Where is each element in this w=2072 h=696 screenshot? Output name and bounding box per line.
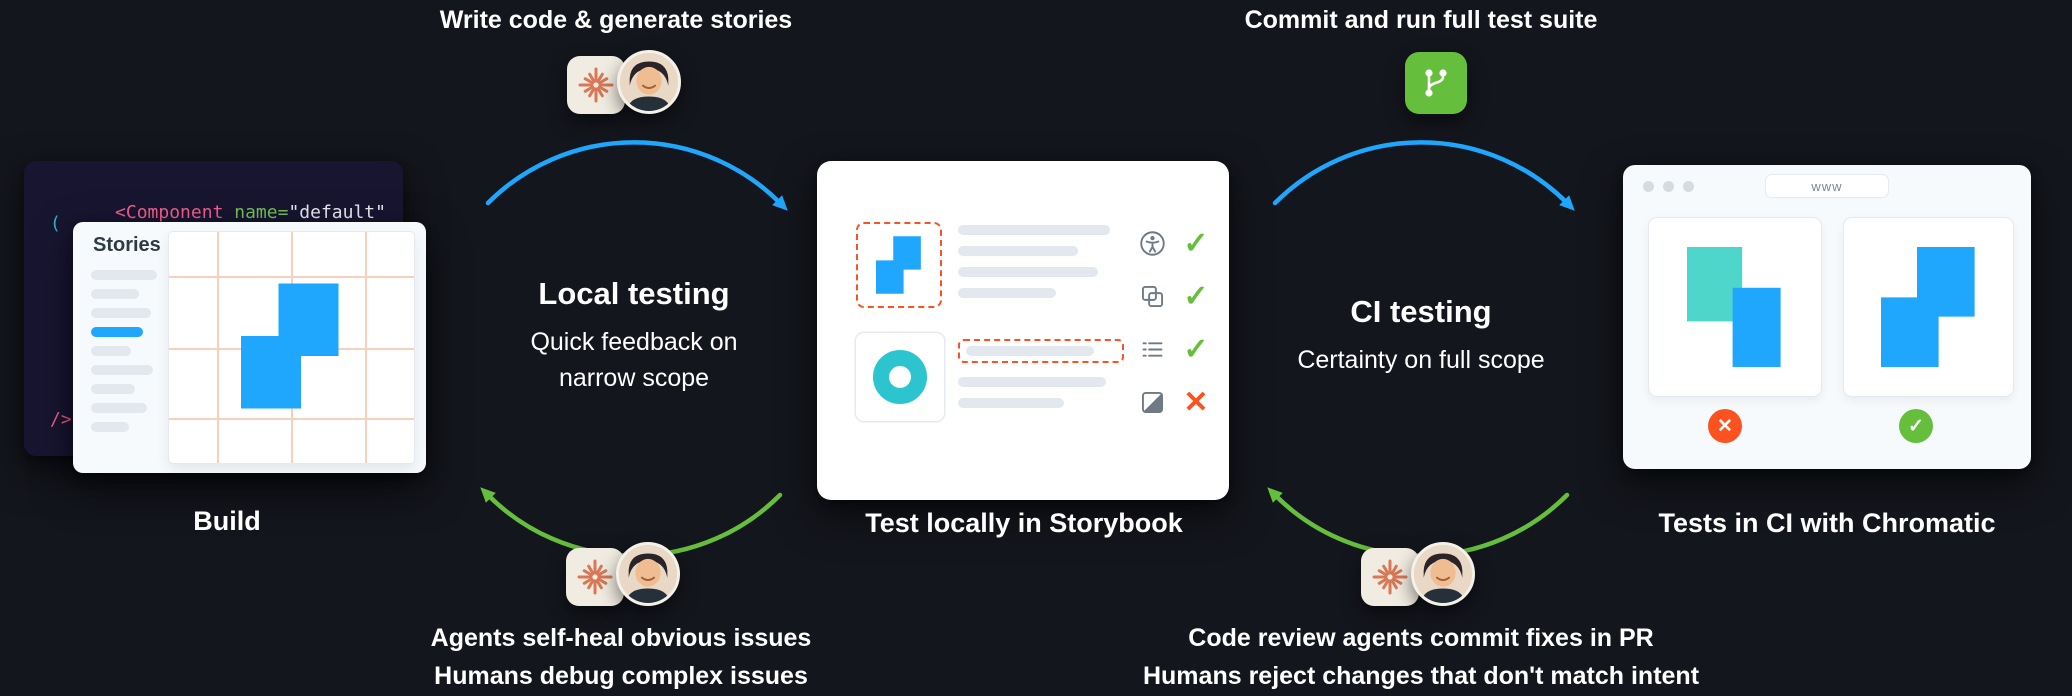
- address-bar: www: [1766, 175, 1888, 197]
- layout-guide: [169, 276, 414, 278]
- browser-window: www ✕ ✓: [1623, 165, 2031, 469]
- stories-list: [91, 270, 157, 441]
- local-testing-line2: narrow scope: [558, 364, 710, 393]
- label-review-1: Code review agents commit fixes in PR: [1188, 624, 1654, 652]
- layout-guide: [217, 232, 219, 463]
- local-testing-title: Local testing: [538, 276, 730, 311]
- code-line-3: />: [50, 409, 72, 430]
- ci-testing-line1: Certainty on full scope: [1297, 346, 1545, 374]
- skeleton-line: [91, 289, 139, 299]
- pass-check: ✓: [1183, 226, 1209, 260]
- agent-human-pair-top: [567, 50, 687, 122]
- local-testing-text: Local testing Quick feedback on narrow s…: [444, 276, 824, 397]
- check-icon: ✓: [1908, 415, 1924, 437]
- ci-testing-text: CI testing Certainty on full scope: [1231, 294, 1611, 378]
- snapshot-baseline: [1844, 218, 2013, 396]
- test-status-column: ✓ ✓ ✓ ✕: [1139, 217, 1211, 429]
- component-shape: [1880, 247, 1975, 367]
- diagonal-square-icon: [1141, 391, 1164, 414]
- developer-avatar: [616, 542, 680, 606]
- skeleton-line: [958, 377, 1106, 387]
- story-preview-selected: [856, 222, 942, 308]
- label-write-generate: Write code & generate stories: [439, 6, 793, 34]
- skeleton-line: [958, 267, 1098, 277]
- skeleton-line: [966, 346, 1094, 356]
- developer-avatar: [1411, 542, 1475, 606]
- label-selfheal-2: Humans debug complex issues: [434, 662, 808, 690]
- pass-check: ✓: [1183, 279, 1209, 313]
- changed-text-skeleton: [958, 339, 1124, 363]
- label-review-2: Humans reject changes that don't match i…: [1142, 662, 1700, 690]
- accessibility-icon: [1140, 231, 1165, 256]
- window-controls: [1643, 181, 1694, 192]
- label-commit-run: Commit and run full test suite: [1244, 6, 1598, 34]
- window-dot: [1663, 181, 1674, 192]
- starburst-icon: [566, 548, 624, 606]
- skeleton-line: [91, 270, 157, 280]
- starburst-icon: [567, 56, 625, 114]
- code-value: "default": [288, 202, 386, 223]
- code-line-1: <Component name="default": [50, 181, 386, 244]
- selected-story-line: [91, 327, 143, 337]
- interaction-test-row: ✓: [1139, 323, 1211, 376]
- skeleton-line: [958, 225, 1110, 235]
- skeleton-line: [958, 246, 1078, 256]
- story-preview-donut: [856, 333, 944, 421]
- story-docs-lines-2: [958, 377, 1118, 419]
- developer-avatar: [617, 50, 681, 114]
- code-attr: name=: [223, 202, 289, 223]
- code-tag: <Component: [115, 202, 224, 223]
- cross-icon: ✕: [1717, 415, 1733, 437]
- layout-guide: [365, 232, 367, 463]
- visual-test-row: ✓: [1139, 270, 1211, 323]
- label-selfheal-1: Agents self-heal obvious issues: [430, 624, 812, 652]
- story-docs-lines: [958, 225, 1118, 309]
- fail-cross: ✕: [1183, 385, 1209, 419]
- skeleton-line: [91, 365, 153, 375]
- agent-human-pair-bottom-left: [566, 542, 686, 614]
- story-canvas: [169, 232, 414, 463]
- a11y-test-row: ✓: [1139, 217, 1211, 270]
- storybook-window: ✓ ✓ ✓ ✕: [817, 161, 1229, 500]
- stories-panel-window: Stories: [73, 222, 426, 473]
- caption-build: Build: [193, 506, 261, 536]
- agent-human-pair-bottom-right: [1361, 542, 1481, 614]
- stories-title: Stories: [93, 234, 161, 256]
- skeleton-line: [958, 288, 1056, 298]
- contrast-test-row: ✕: [1139, 376, 1211, 429]
- skeleton-line: [958, 398, 1064, 408]
- caption-chromatic: Tests in CI with Chromatic: [1658, 508, 1996, 538]
- url-text: www: [1811, 178, 1843, 194]
- donut-shape: [873, 350, 927, 404]
- skeleton-line: [91, 384, 135, 394]
- component-shape-changed: [1687, 247, 1781, 367]
- git-branch-icon: [1405, 52, 1467, 114]
- skeleton-line: [91, 308, 151, 318]
- starburst-icon: [1361, 548, 1419, 606]
- window-dot: [1643, 181, 1654, 192]
- arc-write-to-test: [485, 140, 788, 211]
- skeleton-line: [91, 346, 131, 356]
- arc-commit-to-ci: [1272, 140, 1575, 211]
- caption-storybook: Test locally in Storybook: [865, 508, 1183, 538]
- code-line-2: (: [50, 213, 61, 234]
- local-testing-line1: Quick feedback on: [530, 328, 738, 356]
- pass-check: ✓: [1183, 332, 1209, 366]
- overlap-squares-icon: [1141, 285, 1164, 308]
- denied-badge: ✕: [1708, 409, 1742, 443]
- component-shape: [241, 283, 339, 409]
- checklist-icon: [1142, 342, 1163, 357]
- layout-guide: [169, 418, 414, 420]
- snapshot-changed: [1649, 218, 1821, 396]
- window-dot: [1683, 181, 1694, 192]
- skeleton-line: [91, 403, 147, 413]
- ci-testing-title: CI testing: [1350, 294, 1492, 329]
- component-shape: [876, 236, 921, 294]
- skeleton-line: [91, 422, 129, 432]
- accepted-badge: ✓: [1899, 409, 1933, 443]
